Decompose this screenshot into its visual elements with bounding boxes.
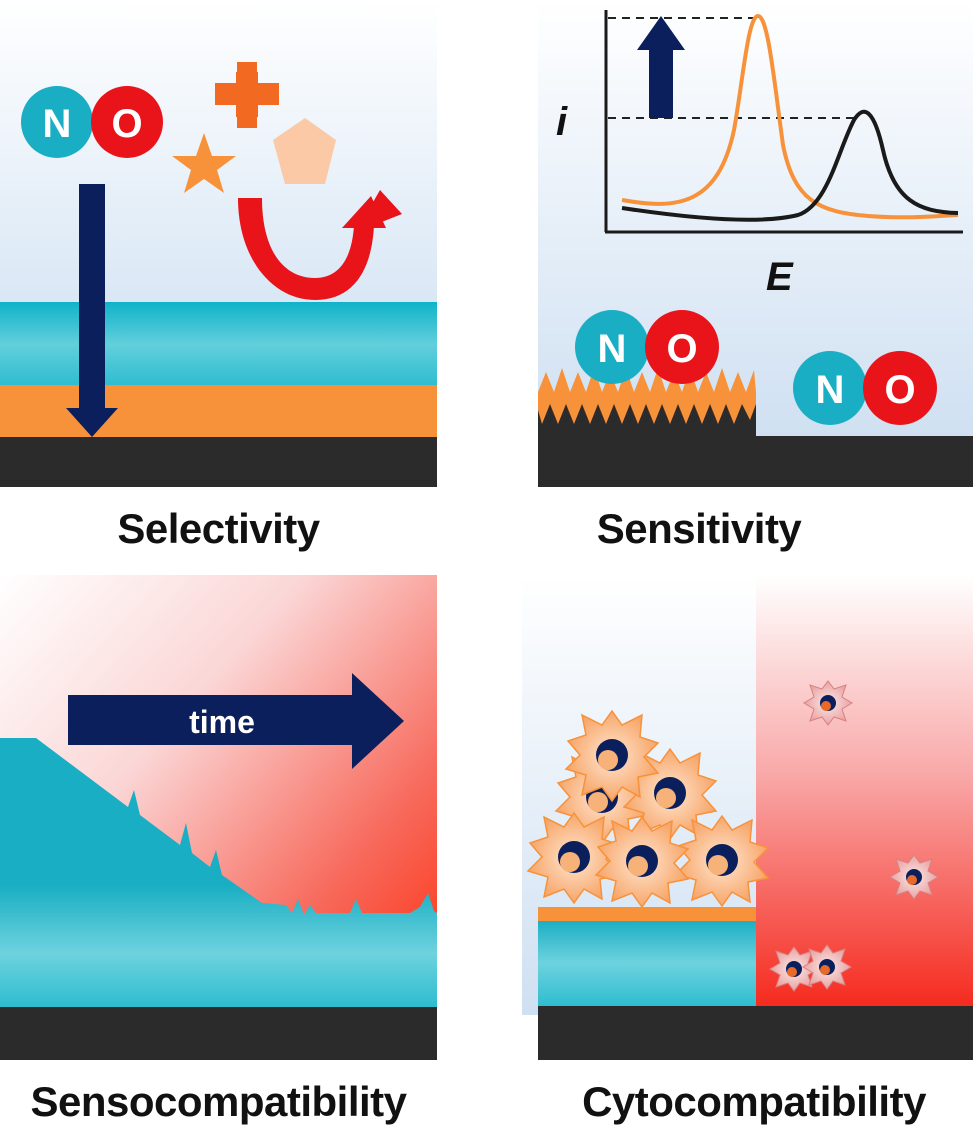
o-atom-label: O xyxy=(666,327,697,371)
o-atom-label: O xyxy=(884,368,915,412)
o-atom-label: O xyxy=(111,102,142,146)
voltammogram-graph: i E xyxy=(556,10,963,299)
signal-increase-arrow xyxy=(637,16,685,118)
catalyst-layer xyxy=(0,385,437,437)
electrode-base xyxy=(538,1006,973,1060)
rejection-arrow xyxy=(238,190,402,300)
no-molecule-free: N O xyxy=(793,351,937,425)
electrode-base xyxy=(538,436,973,487)
nanostructure-spikes xyxy=(538,368,756,438)
electrode-base xyxy=(0,1007,437,1060)
n-atom-label: N xyxy=(816,368,845,412)
y-axis-label: i xyxy=(556,100,568,144)
selectivity-panel: N O xyxy=(0,0,437,487)
curve-bare xyxy=(621,109,959,222)
n-atom-label: N xyxy=(43,102,72,146)
sensitivity-caption: Sensitivity xyxy=(596,505,802,552)
membrane-layer xyxy=(0,302,437,387)
interferent-cross xyxy=(215,62,279,128)
fouling-coating xyxy=(0,738,437,1007)
no-molecule-adsorbed: N O xyxy=(575,310,719,384)
no-molecule: N O xyxy=(21,86,163,158)
coating-top-layer xyxy=(538,907,756,921)
sensocompatibility-panel: time xyxy=(0,575,437,1060)
curve-enhanced xyxy=(621,13,959,220)
selectivity-caption: Selectivity xyxy=(117,505,320,552)
interferent-pentagon xyxy=(273,118,336,184)
cytocompatibility-panel xyxy=(522,575,973,1060)
electrode-base xyxy=(0,437,437,487)
permeation-arrow xyxy=(66,184,118,437)
interferent-star xyxy=(172,133,236,193)
cytocompatibility-caption: Cytocompatibility xyxy=(582,1078,926,1125)
n-atom-label: N xyxy=(598,327,627,371)
sensocompatibility-caption: Sensocompatibility xyxy=(30,1078,407,1125)
time-arrow: time xyxy=(68,673,404,769)
sensitivity-panel: N O N O i E xyxy=(538,0,973,487)
coating-layer xyxy=(538,920,756,1006)
x-axis-label: E xyxy=(766,255,794,299)
time-label: time xyxy=(189,704,255,740)
